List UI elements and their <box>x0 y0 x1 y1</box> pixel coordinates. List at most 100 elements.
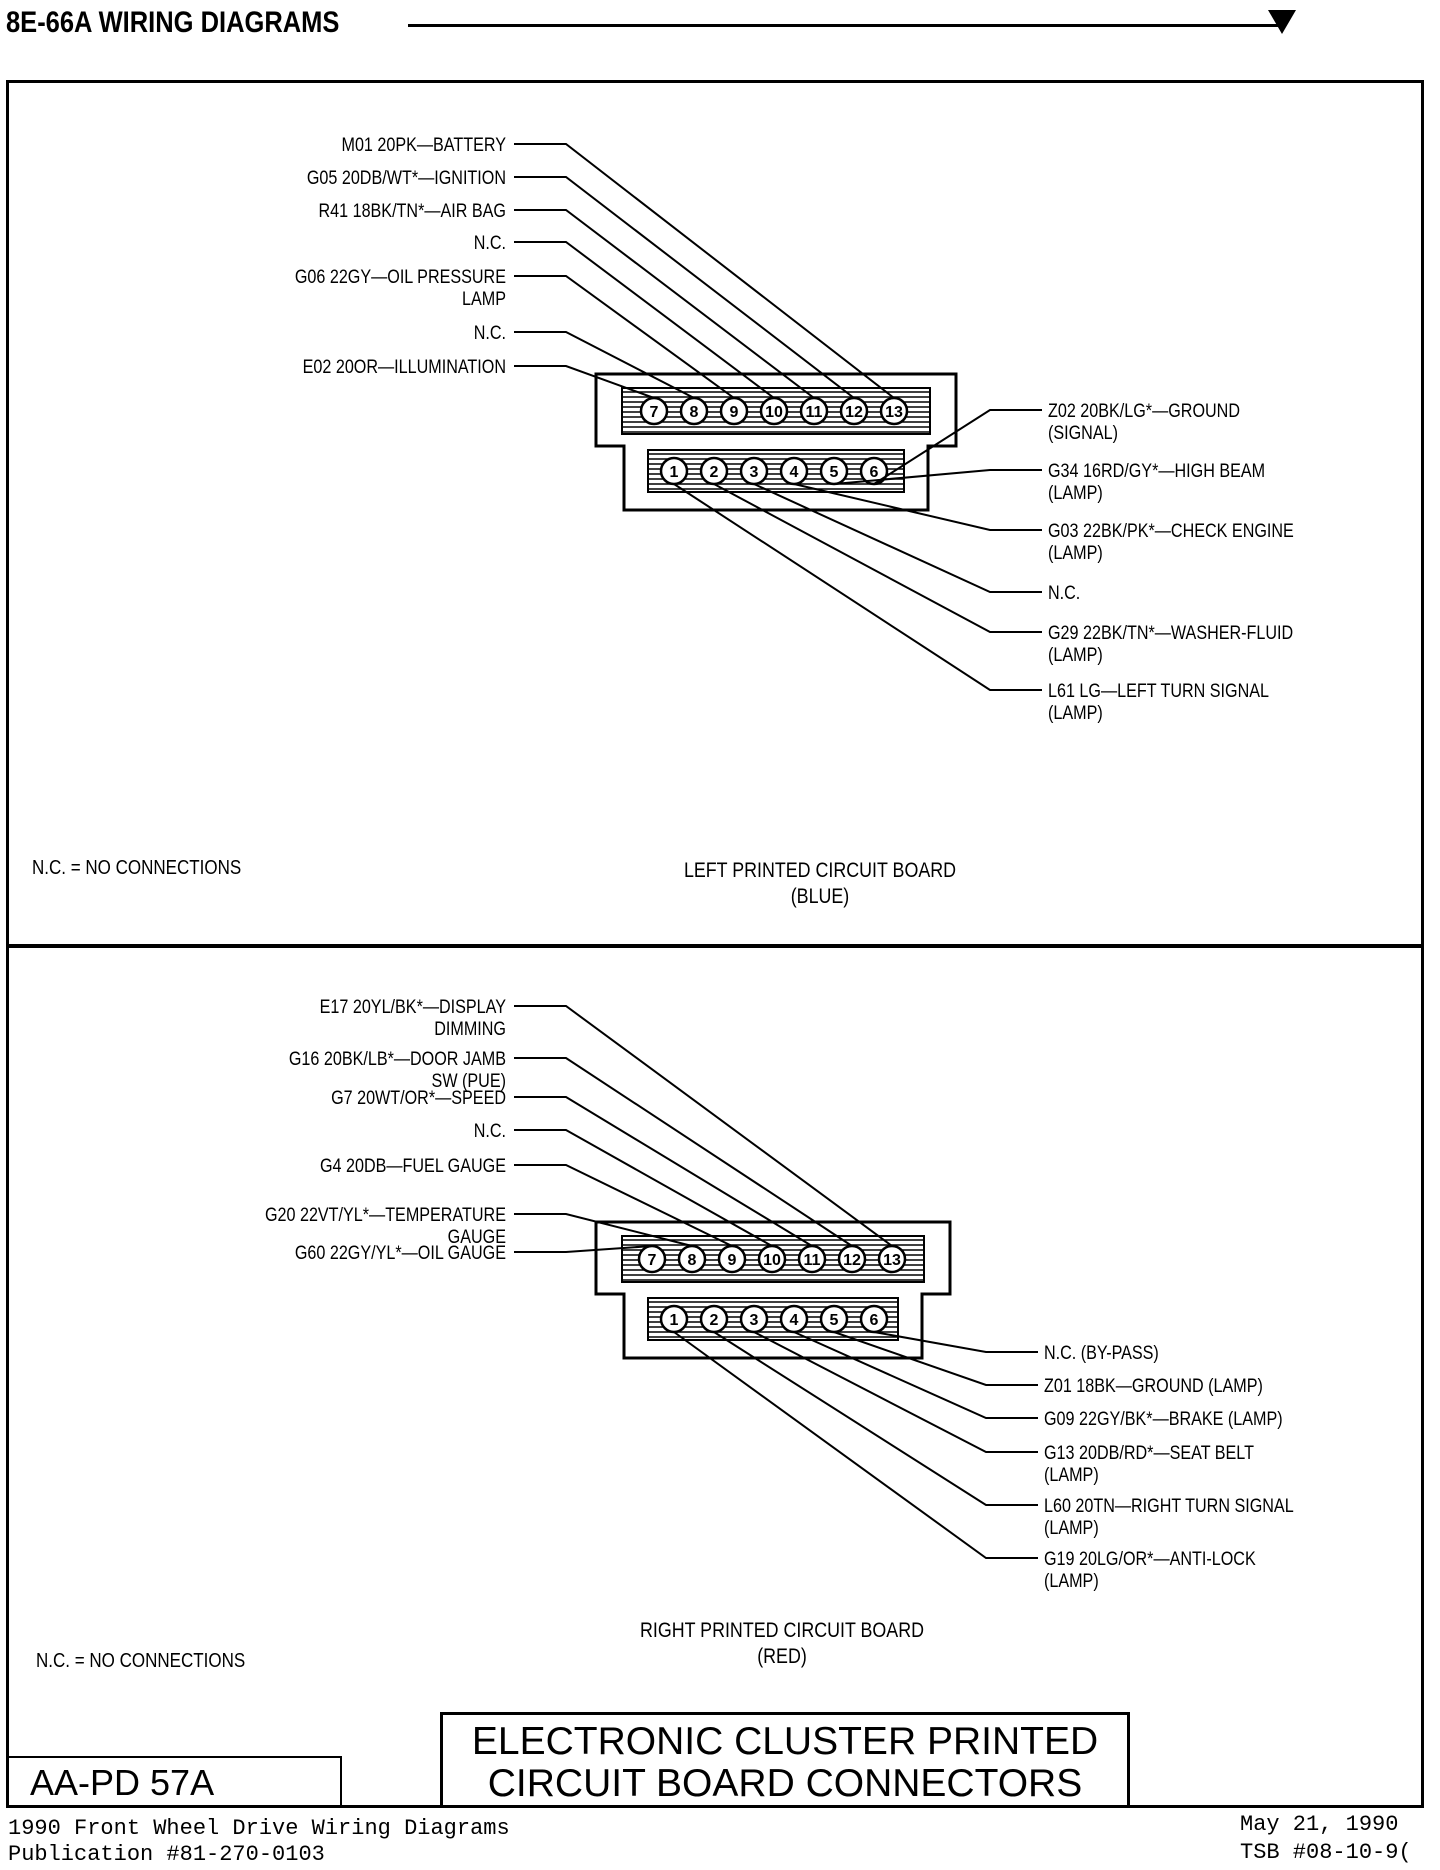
top-pin-label-2: 2 <box>710 464 719 481</box>
figure-id: AA-PD 57A <box>6 1756 342 1808</box>
bot-right-label-4: G09 22GY/BK*—BRAKE (LAMP) <box>1044 1408 1283 1430</box>
bot-pin-label-9: 9 <box>728 1252 737 1269</box>
top-right-label-4: (LAMP) <box>1048 542 1103 564</box>
top-pin-label-11: 11 <box>806 404 823 421</box>
bot-wire-3 <box>753 1331 1038 1453</box>
top-right-label-5: G34 16RD/GY*—HIGH BEAM <box>1048 460 1265 482</box>
bot-left-label-9: G4 20DB—FUEL GAUGE <box>320 1155 506 1177</box>
top-wire-10 <box>514 241 775 399</box>
top-left-label-11: R41 18BK/TN*—AIR BAG <box>318 200 506 222</box>
top-left-label-10: N.C. <box>474 232 506 254</box>
top-pin-label-4: 4 <box>790 464 799 481</box>
bot-pin-label-13: 13 <box>883 1252 901 1269</box>
top-left-label-9: LAMP <box>462 288 506 310</box>
bot-right-label-1: (LAMP) <box>1044 1570 1099 1592</box>
bottom-note: N.C. = NO CONNECTIONS <box>36 1650 246 1672</box>
bot-pin-label-10: 10 <box>763 1252 781 1269</box>
top-wire-12 <box>514 176 855 399</box>
top-pin-label-10: 10 <box>765 404 783 421</box>
bot-right-label-3: (LAMP) <box>1044 1464 1099 1486</box>
top-pin-label-12: 12 <box>845 404 863 421</box>
top-note: N.C. = NO CONNECTIONS <box>32 857 242 879</box>
bottom-caption-line2: (RED) <box>757 1645 807 1668</box>
bot-pin-label-7: 7 <box>648 1252 657 1269</box>
bot-wire-11 <box>514 1096 813 1247</box>
bot-left-label-13: DIMMING <box>434 1018 506 1040</box>
bot-left-label-7: G60 22GY/YL*—OIL GAUGE <box>295 1242 506 1264</box>
footer-right-line1: May 21, 1990 <box>1240 1812 1399 1837</box>
top-right-label-3: N.C. <box>1048 582 1080 604</box>
top-pin-label-13: 13 <box>885 404 903 421</box>
top-wire-3 <box>753 483 1042 593</box>
bot-pin-label-6: 6 <box>870 1312 879 1329</box>
bot-left-label-11: G7 20WT/OR*—SPEED <box>331 1087 506 1109</box>
header-rule <box>408 24 1283 27</box>
top-caption: LEFT PRINTED CIRCUIT BOARD (BLUE) <box>650 858 990 910</box>
bot-left-label-12: G16 20BK/LB*—DOOR JAMB <box>289 1048 506 1070</box>
bot-wire-10 <box>514 1129 773 1247</box>
top-right-label-1: L61 LG—LEFT TURN SIGNAL <box>1048 680 1269 702</box>
top-right-label-2: G29 22BK/TN*—WASHER-FLUID <box>1048 622 1293 644</box>
bot-pin-label-12: 12 <box>843 1252 861 1269</box>
diagram-title-line2: CIRCUIT BOARD CONNECTORS <box>487 1762 1083 1805</box>
bot-pin-label-5: 5 <box>830 1312 839 1329</box>
diagram-title-line1: ELECTRONIC CLUSTER PRINTED <box>471 1720 1099 1763</box>
top-right-label-1: (LAMP) <box>1048 702 1103 724</box>
bot-wire-8 <box>514 1213 693 1247</box>
bot-lower-row-block <box>647 1297 899 1341</box>
diagram-title-box: ELECTRONIC CLUSTER PRINTED CIRCUIT BOARD… <box>440 1712 1130 1808</box>
top-wire-2 <box>713 483 1042 633</box>
bot-left-label-8: GAUGE <box>448 1226 506 1248</box>
top-wire-6 <box>873 409 1042 485</box>
top-wire-1 <box>673 483 1042 691</box>
bot-wire-2 <box>713 1331 1038 1506</box>
bot-right-label-2: L60 20TN—RIGHT TURN SIGNAL <box>1044 1495 1294 1517</box>
footer-left-line2: Publication #81-270-0103 <box>8 1842 325 1867</box>
bot-wire-5 <box>833 1331 1038 1386</box>
bot-wire-1 <box>673 1331 1038 1559</box>
top-caption-line1: LEFT PRINTED CIRCUIT BOARD <box>683 859 957 882</box>
bot-wire-4 <box>793 1331 1038 1419</box>
triangle-down-icon <box>1268 10 1296 34</box>
top-left-label-9: G06 22GY—OIL PRESSURE <box>295 266 506 288</box>
bot-pin-label-3: 3 <box>750 1312 759 1329</box>
bot-right-label-2: (LAMP) <box>1044 1517 1099 1539</box>
bot-pin-label-2: 2 <box>710 1312 719 1329</box>
bot-pin-label-11: 11 <box>804 1252 821 1269</box>
top-right-label-5: (LAMP) <box>1048 482 1103 504</box>
top-pin-label-3: 3 <box>750 464 759 481</box>
top-caption-line2: (BLUE) <box>790 885 850 908</box>
bot-wire-12 <box>514 1057 853 1247</box>
top-wire-7 <box>514 365 655 399</box>
bot-left-label-13: E17 20YL/BK*—DISPLAY <box>320 996 507 1018</box>
top-wire-9 <box>514 275 735 399</box>
bot-right-label-6: N.C. (BY-PASS) <box>1044 1342 1159 1364</box>
top-pin-label-6: 6 <box>870 464 879 481</box>
bot-left-label-12: SW (PUE) <box>432 1070 506 1092</box>
page-title: 8E-66A WIRING DIAGRAMS <box>6 6 340 39</box>
bottom-caption: RIGHT PRINTED CIRCUIT BOARD (RED) <box>612 1618 952 1670</box>
top-left-label-8: N.C. <box>474 322 506 344</box>
bot-wire-9 <box>514 1164 733 1247</box>
top-right-label-6: (SIGNAL) <box>1048 422 1118 444</box>
top-right-label-2: (LAMP) <box>1048 644 1103 666</box>
top-right-label-4: G03 22BK/PK*—CHECK ENGINE <box>1048 520 1294 542</box>
bottom-caption-line1: RIGHT PRINTED CIRCUIT BOARD <box>640 1619 924 1642</box>
bot-right-label-1: G19 20LG/OR*—ANTI-LOCK <box>1044 1548 1256 1570</box>
bot-pin-label-8: 8 <box>688 1252 697 1269</box>
bot-right-label-5: Z01 18BK—GROUND (LAMP) <box>1044 1375 1263 1397</box>
top-pin-label-9: 9 <box>730 404 739 421</box>
bot-pin-label-4: 4 <box>790 1312 799 1329</box>
top-wire-11 <box>514 209 815 399</box>
bot-wire-6 <box>873 1331 1038 1353</box>
footer-left-line1: 1990 Front Wheel Drive Wiring Diagrams <box>8 1816 510 1841</box>
top-right-label-6: Z02 20BK/LG*—GROUND <box>1048 400 1240 422</box>
bot-left-label-10: N.C. <box>474 1120 506 1142</box>
top-pin-label-5: 5 <box>830 464 839 481</box>
top-wire-4 <box>793 483 1042 531</box>
top-left-label-13: M01 20PK—BATTERY <box>342 134 507 156</box>
bot-wire-13 <box>514 1005 893 1247</box>
bot-right-label-3: G13 20DB/RD*—SEAT BELT <box>1044 1442 1254 1464</box>
